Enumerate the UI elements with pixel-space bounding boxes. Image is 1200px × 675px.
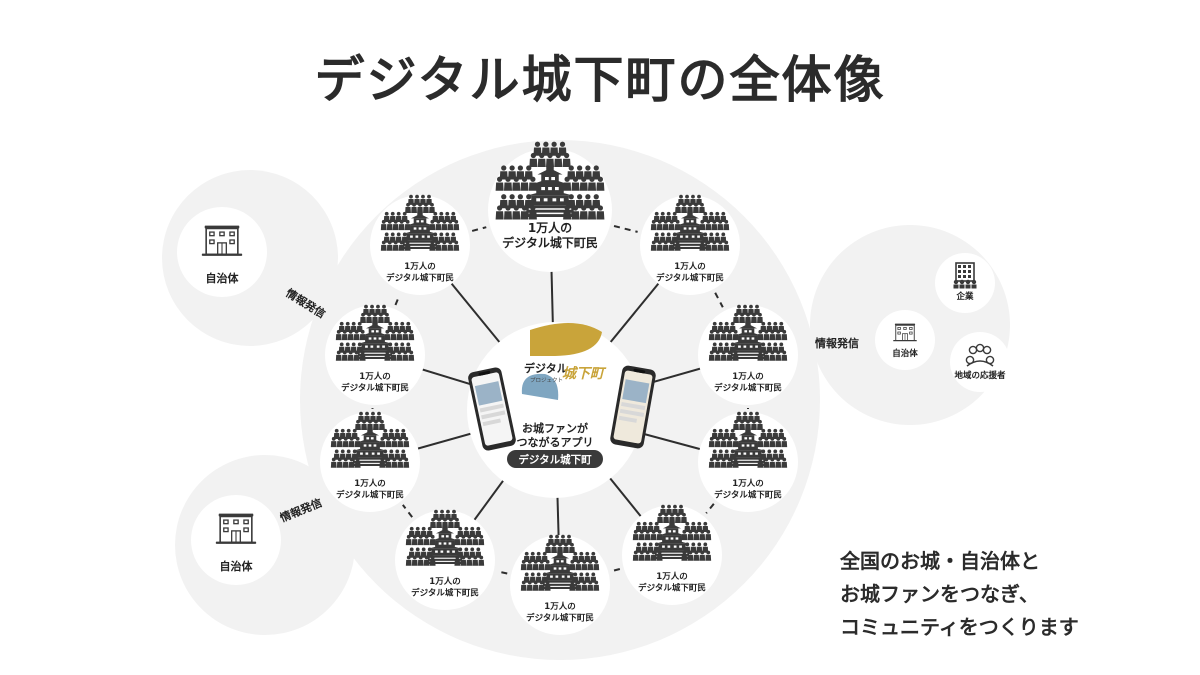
node-label-line2: デジタル城下町民: [714, 490, 782, 501]
node-label-line2: デジタル城下町民: [386, 273, 454, 284]
ring-connector: [394, 294, 401, 306]
tagline: 全国のお城・自治体と お城ファンをつなぎ、 コミュニティをつくります: [840, 545, 1180, 644]
stakeholder-label: 企業: [955, 291, 974, 302]
app-name: デジタル城下町: [518, 453, 592, 466]
municipality-label: 自治体: [206, 271, 240, 285]
node-label-line2: デジタル城下町民: [411, 588, 479, 599]
logo-blue-shape: [521, 373, 559, 400]
node-label-line1: 1万人の: [354, 478, 385, 489]
node-label-line2: デジタル城下町民: [336, 490, 404, 501]
node-label-line1: 1万人の: [359, 371, 390, 382]
tagline-line: お城ファンをつなぎ、: [840, 582, 1039, 606]
stakeholder-circle: [935, 253, 995, 313]
node-label-line2: デジタル城下町民: [341, 383, 409, 394]
node-label-line1: 1万人の: [528, 220, 572, 235]
ring-connector: [402, 504, 413, 518]
ring-connector: [714, 292, 724, 308]
node-label-line2: デジタル城下町民: [656, 273, 724, 284]
office-building-icon: [953, 262, 977, 289]
stakeholder-item: 地域の応援者: [950, 332, 1010, 392]
ring-connector: [613, 225, 638, 233]
logo-text: デジタル: [524, 361, 568, 375]
phone-left-image: [468, 367, 516, 451]
hub-caption-line1: お城ファンが: [522, 421, 588, 435]
node-label-line2: デジタル城下町民: [714, 383, 782, 394]
node-label-line1: 1万人の: [674, 261, 705, 272]
page-title: デジタル城下町の全体像: [314, 51, 886, 109]
logo-kanji: 城下町: [562, 365, 607, 382]
node-label-line1: 1万人の: [404, 261, 435, 272]
app-name-pill: [507, 450, 603, 468]
node-label-line1: 1万人の: [429, 576, 460, 587]
node-label-line2: デジタル城下町民: [526, 613, 594, 624]
ring-connector: [611, 568, 621, 572]
stakeholder-circle: [950, 332, 1010, 392]
ring-connector: [705, 503, 715, 514]
stakeholder-label: 自治体: [892, 348, 918, 359]
ring-connector: [471, 226, 487, 232]
ring-connector: [497, 570, 508, 575]
logo-gold-shape: [530, 322, 602, 356]
supporters-icon: [965, 343, 995, 367]
node-label-line2: デジタル城下町民: [638, 583, 706, 594]
tagline-line: コミュニティをつくります: [840, 615, 1079, 639]
stakeholder-item: 自治体: [875, 310, 935, 370]
logo-subtext: プロジェクト: [530, 377, 563, 384]
municipality-label: 自治体: [220, 559, 254, 573]
stakeholder-item: 企業: [935, 253, 995, 313]
stakeholder-label: 地域の応援者: [954, 370, 1006, 381]
node-label-line2: デジタル城下町民: [502, 235, 598, 250]
node-label-line1: 1万人の: [544, 601, 575, 612]
info-link-label: 情報発信: [815, 336, 859, 350]
tagline-line: 全国のお城・自治体と: [840, 549, 1040, 573]
phone-right-image: [610, 365, 656, 449]
hub-caption-line2: つながるアプリ: [517, 435, 594, 449]
node-label-line1: 1万人の: [656, 571, 687, 582]
node-label-line1: 1万人の: [732, 478, 763, 489]
node-label-line1: 1万人の: [732, 371, 763, 382]
